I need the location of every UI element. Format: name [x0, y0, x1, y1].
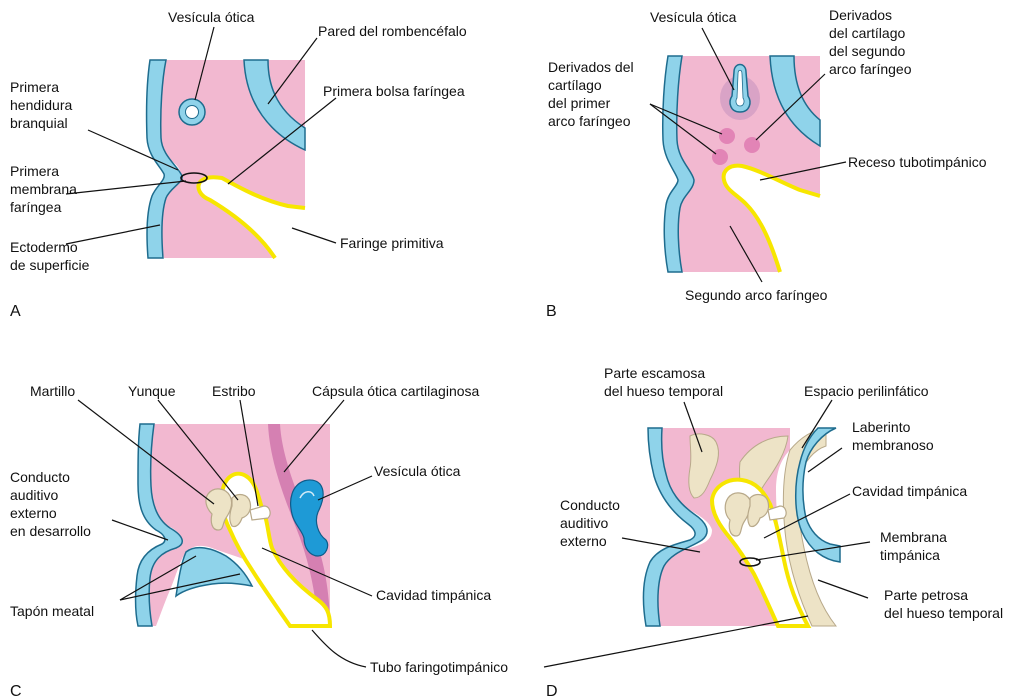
label-tapon-meatal-c: Tapón meatal [10, 603, 94, 619]
leader-petrosa-d [818, 580, 868, 598]
label-estribo-c: Estribo [212, 383, 256, 399]
label-conducto-externo-line2: auditivo [560, 515, 608, 531]
label-parte-petrosa-d: Parte petrosa del hueso temporal [884, 587, 1003, 621]
panel-b: Vesícula ótica Derivados del cartílago d… [546, 7, 987, 320]
label-parte-escamosa-d: Parte escamosa del hueso temporal [604, 365, 723, 399]
label-derivados-primer-line3: del primer [548, 95, 611, 111]
label-parte-petrosa-line1: Parte petrosa [884, 587, 968, 603]
label-derivados-primer-line2: cartílago [548, 77, 602, 93]
label-derivados-segundo-b: Derivados del cartílago del segundo arco… [829, 7, 912, 77]
label-laberinto-d: Laberinto membranoso [852, 419, 934, 453]
label-parte-escamosa-line1: Parte escamosa [604, 365, 705, 381]
label-primera-membrana-line3: faríngea [10, 199, 62, 215]
panel-d-tissue [643, 428, 840, 626]
label-membrana-timpanica-d: Membrana timpánica [880, 529, 951, 563]
label-derivados-primer-line4: arco faríngeo [548, 113, 631, 129]
label-conducto-desarrollo-c: Conducto auditivo externo en desarrollo [10, 469, 91, 539]
label-laberinto-line2: membranoso [852, 437, 934, 453]
label-martillo-c: Martillo [30, 383, 75, 399]
first-arch-cartilage-2 [712, 149, 728, 165]
label-conducto-desarrollo-line3: externo [10, 505, 57, 521]
label-capsula-otica-c: Cápsula ótica cartilaginosa [312, 383, 480, 399]
label-segundo-arco-b: Segundo arco faríngeo [685, 287, 828, 303]
label-laberinto-line1: Laberinto [852, 419, 911, 435]
panel-letter-c: C [10, 683, 22, 700]
label-receso-tubotimpanico-b: Receso tubotimpánico [848, 154, 987, 170]
label-conducto-externo-d: Conducto auditivo externo [560, 497, 624, 549]
label-vesicula-otica-c: Vesícula ótica [374, 463, 461, 479]
label-primera-membrana-a: Primera membrana faríngea [10, 163, 81, 215]
label-derivados-segundo-line4: arco faríngeo [829, 61, 912, 77]
leader-faringe-a [292, 228, 336, 243]
label-pared-rombencefalo-a: Pared del rombencéfalo [318, 23, 467, 39]
first-arch-cartilage-1 [719, 128, 735, 144]
label-parte-petrosa-line2: del hueso temporal [884, 605, 1003, 621]
label-yunque-c: Yunque [128, 383, 176, 399]
label-derivados-primer-line1: Derivados del [548, 59, 634, 75]
panel-c: Martillo Yunque Estribo Cápsula ótica ca… [10, 383, 491, 700]
label-primera-hendidura-line2: hendidura [10, 97, 72, 113]
panel-b-tissue [663, 56, 820, 272]
label-cavidad-timpanica-c: Cavidad timpánica [376, 587, 491, 603]
label-primera-hendidura-a: Primera hendidura branquial [10, 79, 76, 131]
label-membrana-timpanica-line2: timpánica [880, 547, 940, 563]
label-conducto-desarrollo-line1: Conducto [10, 469, 70, 485]
label-vesicula-otica-b: Vesícula ótica [650, 9, 737, 25]
label-parte-escamosa-line2: del hueso temporal [604, 383, 723, 399]
panel-c-tissue [136, 424, 330, 626]
label-conducto-desarrollo-line2: auditivo [10, 487, 58, 503]
label-primera-hendidura-line3: branquial [10, 115, 68, 131]
label-ectodermo-line2: de superficie [10, 257, 90, 273]
shared-tube-label: Tubo faringotimpánico [312, 630, 508, 675]
label-derivados-segundo-line2: del cartílago [829, 25, 905, 41]
label-vesicula-otica-a: Vesícula ótica [168, 9, 255, 25]
label-primera-membrana-line1: Primera [10, 163, 59, 179]
panel-letter-a: A [10, 303, 21, 320]
panel-a: Vesícula ótica Pared del rombencéfalo Pr… [10, 9, 467, 320]
label-derivados-segundo-line3: del segundo [829, 43, 906, 59]
panel-letter-d: D [546, 683, 558, 700]
label-tubo-faringotimpanico: Tubo faringotimpánico [370, 659, 508, 675]
second-arch-cartilage [744, 137, 760, 153]
label-conducto-externo-line3: externo [560, 533, 607, 549]
panel-d: Parte escamosa del hueso temporal Espaci… [544, 365, 1003, 700]
label-ectodermo-line1: Ectodermo [10, 239, 78, 255]
otic-vesicle-a [179, 99, 205, 125]
label-conducto-externo-line1: Conducto [560, 497, 620, 513]
label-cavidad-timpanica-d: Cavidad timpánica [852, 483, 967, 499]
label-membrana-timpanica-line1: Membrana [880, 529, 947, 545]
panel-a-tissue [147, 60, 305, 258]
label-conducto-desarrollo-line4: en desarrollo [10, 523, 91, 539]
label-espacio-perilinfatico-d: Espacio perilinfático [804, 383, 929, 399]
label-derivados-primer-b: Derivados del cartílago del primer arco … [548, 59, 638, 129]
label-primera-bolsa-a: Primera bolsa faríngea [323, 83, 465, 99]
leader-tubo-c [312, 630, 366, 667]
label-derivados-segundo-line1: Derivados [829, 7, 892, 23]
label-ectodermo-a: Ectodermo de superficie [10, 239, 90, 273]
panel-letter-b: B [546, 303, 557, 320]
label-primera-membrana-line2: membrana [10, 181, 77, 197]
label-faringe-primitiva-a: Faringe primitiva [340, 235, 444, 251]
mesenchyme-a [159, 60, 305, 258]
label-primera-hendidura-line1: Primera [10, 79, 59, 95]
